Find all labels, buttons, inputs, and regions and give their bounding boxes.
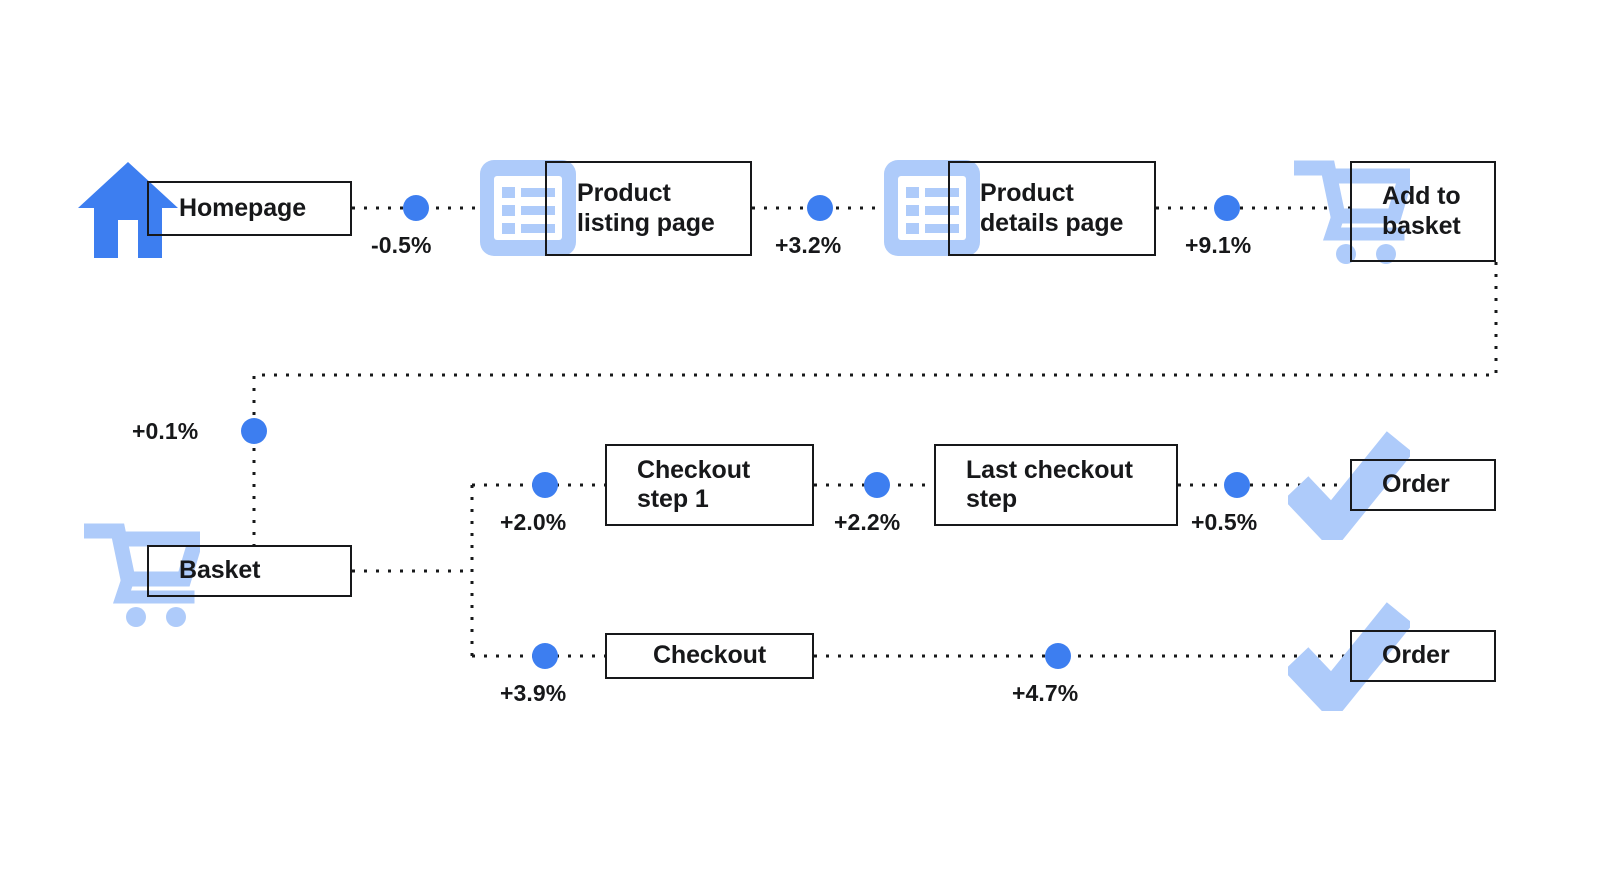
delta-label-homepage-to-listing: -0.5%	[371, 232, 432, 258]
node-label: Last checkout step	[966, 455, 1133, 514]
transition-dot-step1-to-last-step[interactable]	[864, 472, 890, 498]
delta-label-basket-to-checkout: +3.9%	[500, 680, 567, 706]
node-last-checkout-step[interactable]: Last checkout step	[934, 444, 1178, 526]
node-checkout[interactable]: Checkout	[605, 633, 814, 679]
checkmark-icon	[1288, 430, 1410, 540]
shopping-cart-icon	[84, 521, 200, 627]
transition-dot-details-to-add-to-basket[interactable]	[1214, 195, 1240, 221]
transition-dot-last-step-to-order-top[interactable]	[1224, 472, 1250, 498]
node-label: Product details page	[980, 179, 1124, 237]
node-label: Checkout step 1	[637, 455, 751, 514]
node-homepage[interactable]: Homepage	[147, 181, 352, 236]
delta-label-basket-to-step1: +2.0%	[500, 509, 567, 535]
transition-dot-basket-to-step1[interactable]	[532, 472, 558, 498]
node-label: Basket	[179, 556, 261, 585]
delta-label-step1-to-last-step: +2.2%	[834, 509, 901, 535]
node-label: Order	[1382, 641, 1450, 670]
node-order-top[interactable]: Order	[1350, 459, 1496, 511]
transition-dot-basket-to-checkout[interactable]	[532, 643, 558, 669]
transition-dot-checkout-to-order-bottom[interactable]	[1045, 643, 1071, 669]
node-basket[interactable]: Basket	[147, 545, 352, 597]
checkmark-icon	[1288, 601, 1410, 711]
node-label: Homepage	[179, 193, 307, 222]
node-checkout-step-1[interactable]: Checkout step 1	[605, 444, 814, 526]
delta-label-addtobasket-to-basket: +0.1%	[132, 418, 199, 444]
shopping-cart-icon	[1294, 158, 1410, 264]
delta-label-details-to-add-to-basket: +9.1%	[1185, 232, 1252, 258]
transition-dot-addtobasket-to-basket[interactable]	[241, 418, 267, 444]
node-label: Add to basket	[1382, 182, 1461, 240]
node-label: Product listing page	[577, 179, 715, 237]
node-order-bottom[interactable]: Order	[1350, 630, 1496, 682]
connector-addtobasket-to-basket	[252, 262, 1498, 545]
delta-label-last-step-to-order-top: +0.5%	[1191, 509, 1258, 535]
node-label: Checkout	[652, 641, 767, 670]
transition-dot-listing-to-details[interactable]	[807, 195, 833, 221]
delta-label-listing-to-details: +3.2%	[775, 232, 842, 258]
node-add-to-basket[interactable]: Add to basket	[1350, 161, 1496, 262]
transition-dot-homepage-to-listing[interactable]	[403, 195, 429, 221]
delta-label-checkout-to-order-bottom: +4.7%	[1012, 680, 1079, 706]
node-label: Order	[1382, 470, 1450, 499]
node-product-listing-page[interactable]: Product listing page	[545, 161, 752, 256]
node-product-details-page[interactable]: Product details page	[948, 161, 1156, 256]
